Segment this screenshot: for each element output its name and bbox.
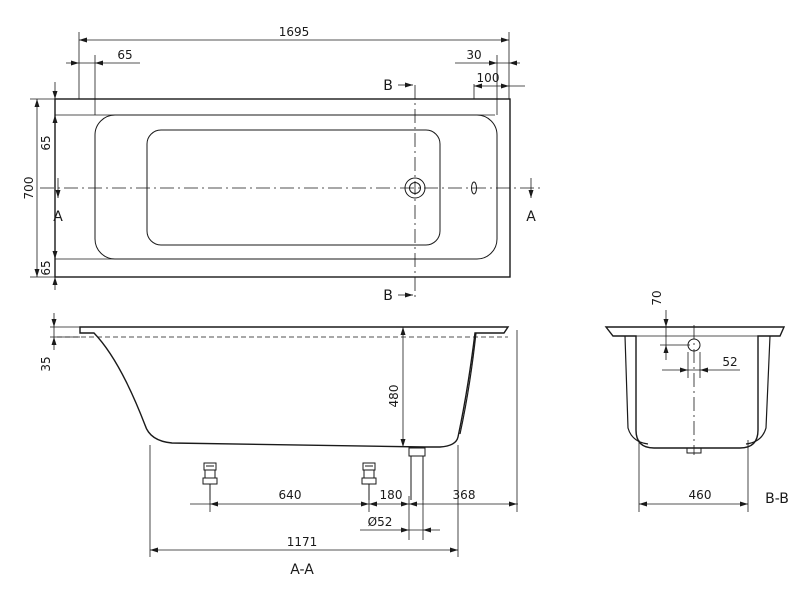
dim-100-text: 100 [477,71,500,85]
dim-1695-text: 1695 [279,25,310,39]
section-marker-b-top: B [383,78,413,94]
dim-460-text: 460 [689,488,712,502]
svg-text:A: A [53,209,63,225]
dim-180-text: 180 [380,488,403,502]
view-label-bb: B-B [765,491,789,507]
dim-overall-width: 700 [22,99,40,277]
view-label-aa: A-A [290,562,314,578]
dim-rim-right-30: 30 [455,48,520,115]
dim-30-text: 30 [466,48,481,62]
dim-depth: 480 [387,326,420,447]
dim-35-text: 35 [39,356,53,371]
dim-52-text: 52 [722,355,737,369]
dim-480-text: 480 [387,385,401,408]
section-bb-outline [604,326,786,449]
dim-overall-length: 1695 [78,25,510,99]
dim-base-length: 1171 [149,445,459,557]
basin-bottom [146,129,441,246]
dim-rim-right-100: 100 [473,71,525,99]
dim-waste-diameter: Ø52 [360,500,440,540]
dim-65-left-text: 65 [117,48,132,62]
dim-70-text: 70 [650,290,664,305]
dim-700-text: 700 [22,177,36,200]
dim-end-rim: 70 [650,290,690,360]
svg-text:B: B [383,288,393,304]
dim-feet-row: 640 180 368 [190,330,518,540]
dim-rim-left: 65 [66,48,140,115]
dim-end-waste: 52 [662,352,740,378]
dim-1171-text: 1171 [287,535,318,549]
section-marker-b-bottom: B [383,288,413,304]
dim-640-text: 640 [279,488,302,502]
dim-d52-text: Ø52 [368,515,393,529]
dim-end-base: 460 [638,440,749,512]
svg-text:B: B [383,78,393,94]
section-aa-outline [79,326,510,448]
rim-inner [94,114,498,260]
foot-right [361,462,377,500]
dim-368-text: 368 [453,488,476,502]
dim-rim-bottom: 65 [39,245,58,290]
section-marker-a-right: A [526,178,536,225]
foot-left [202,462,218,500]
svg-text:A: A [526,209,536,225]
plan-view [30,85,540,300]
dim-65-top-text: 65 [39,135,53,150]
section-aa-view [50,326,510,500]
dim-rim-height: 35 [39,313,57,372]
section-bb-view [604,325,786,455]
dim-rim-top: 65 [39,82,58,160]
section-marker-a-left: A [53,178,63,225]
waste-pipe [408,447,426,457]
dim-65-bottom-text: 65 [39,260,53,275]
